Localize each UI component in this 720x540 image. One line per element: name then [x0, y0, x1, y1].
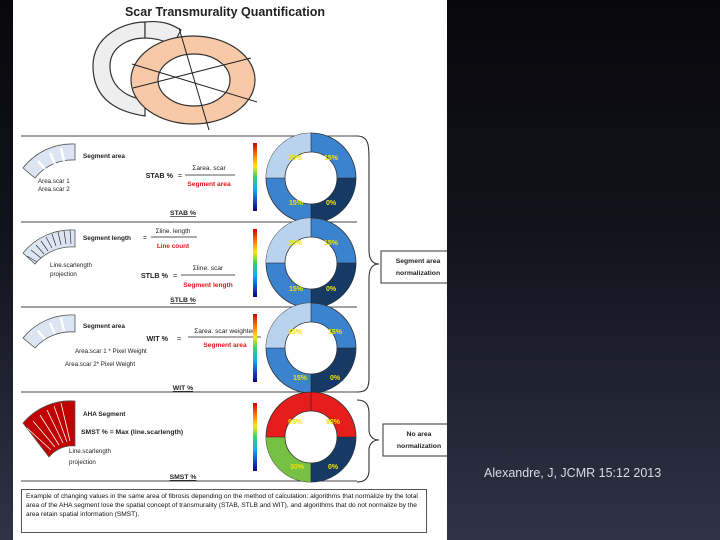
wit-formula-name: WIT %	[146, 334, 168, 343]
color-scale-bar	[253, 403, 257, 471]
donut-value-upper-left: 95%	[288, 419, 303, 426]
equals-sign: =	[177, 334, 181, 343]
citation: Alexandre, J, JCMR 15:12 2013	[484, 466, 662, 480]
no-normalization-brace	[356, 399, 380, 483]
aha-segment-sketch	[22, 400, 76, 458]
donut-value-upper-left: 15%	[288, 155, 303, 162]
normalization-label-line2: normalization	[396, 270, 440, 277]
smst-formula: SMST % = Max (line.scarlength)	[81, 429, 183, 436]
stab-bottom-label: STAB %	[170, 210, 196, 217]
equals-sign: =	[173, 271, 177, 280]
aha-segment-label: AHA Segment	[83, 411, 126, 418]
donut-value-upper-right: 15%	[324, 155, 339, 162]
donut-value-lower-right: 0%	[330, 375, 341, 382]
figure-title: Scar Transmurality Quantification	[125, 5, 325, 19]
area-scar-2-label: Area.scar 2	[38, 186, 70, 193]
donut-value-upper-left: 15%	[288, 329, 303, 336]
area-scar-2-weighted-label: Area.scar 2* Pixel Weight	[65, 361, 135, 368]
projection-label-line1: Line.scarlength	[69, 448, 112, 455]
panel-stlb: Segment length = Σline. length Line coun…	[22, 217, 357, 309]
donut-hole	[284, 321, 338, 375]
smst-bottom-label: SMST %	[170, 474, 197, 481]
no-normalization-box	[382, 423, 447, 457]
stlb-formula-name: STLB %	[141, 271, 169, 280]
segment-area-label: Segment area	[83, 323, 125, 330]
panel-smst: AHA Segment SMST % = Max (line.scarlengt…	[22, 391, 357, 483]
segment-line-sketch	[22, 229, 76, 265]
area-scar-1-label: Area.scar 1	[38, 178, 70, 185]
projection-label-line2: projection	[69, 459, 96, 466]
donut-value-lower-right: 0%	[326, 286, 337, 293]
donut-value-upper-right: 90%	[326, 419, 341, 426]
stab-donut: 15% 15% 15% 0%	[265, 132, 357, 224]
segment-sketch	[22, 143, 76, 179]
donut-hole	[284, 236, 338, 290]
wit-numerator: Σarea. scar weighted	[194, 328, 256, 335]
projection-label-line1: Line.scarlength	[50, 262, 93, 269]
stlb-denominator: Segment length	[183, 282, 232, 289]
figure-panel: Scar Transmurality Quantification Segmen…	[13, 0, 447, 540]
stlb-aux-numerator: Σline. length	[156, 228, 191, 235]
diagram-canvas: Scar Transmurality Quantification Segmen…	[21, 5, 447, 483]
projection-label-line2: projection	[50, 271, 77, 278]
heart-cross-section	[92, 20, 258, 131]
wit-denominator: Segment area	[203, 342, 247, 349]
color-scale-bar	[253, 314, 257, 382]
figure-caption: Example of changing values in the same a…	[21, 489, 427, 533]
donut-value-lower-right: 0%	[326, 200, 337, 207]
segment-weighted-sketch	[22, 314, 76, 349]
donut-value-upper-left: 15%	[288, 240, 303, 247]
stlb-bottom-label: STLB %	[170, 297, 196, 304]
stlb-aux-denominator: Line count	[157, 243, 190, 250]
no-normalization-label-line2: normalization	[397, 443, 441, 450]
donut-value-lower-right: 0%	[328, 464, 339, 471]
color-scale-bar	[253, 229, 257, 297]
stab-formula-name: STAB %	[146, 171, 174, 180]
area-scar-1-weighted-label: Area.scar 1 * Pixel Weight	[75, 348, 147, 355]
segment-area-label: Segment area	[83, 153, 125, 160]
normalization-box	[380, 250, 447, 284]
stlb-numerator: Σline. scar	[193, 265, 224, 272]
donut-value-upper-right: 15%	[324, 240, 339, 247]
donut-value-upper-right: 15%	[328, 329, 343, 336]
donut-value-lower-left: 15%	[289, 200, 304, 207]
stab-numerator: Σarea. scar	[192, 165, 226, 172]
normalization-brace	[356, 135, 380, 393]
donut-hole	[284, 410, 338, 464]
no-normalization-label-line1: No area	[407, 431, 432, 438]
segment-length-label: Segment length	[83, 235, 131, 242]
panel-stab: Segment area Area.scar 1 Area.scar 2 STA…	[22, 132, 357, 224]
stab-denominator: Segment area	[187, 181, 231, 188]
color-scale-bar	[253, 143, 257, 211]
normalization-label-line1: Segment area	[396, 258, 441, 265]
smst-donut: 95% 90% 30% 0%	[265, 391, 357, 483]
donut-hole	[284, 151, 338, 205]
donut-value-lower-left: 30%	[290, 464, 305, 471]
wit-donut: 15% 15% 15% 0%	[265, 302, 357, 394]
stlb-donut: 15% 15% 15% 0%	[265, 217, 357, 309]
wit-bottom-label: WIT %	[173, 385, 193, 392]
panel-wit: Segment area Area.scar 1 * Pixel Weight …	[22, 302, 357, 394]
donut-value-lower-left: 15%	[289, 286, 304, 293]
donut-value-lower-left: 15%	[293, 375, 308, 382]
equals-sign: =	[143, 235, 147, 242]
equals-sign: =	[178, 171, 182, 180]
